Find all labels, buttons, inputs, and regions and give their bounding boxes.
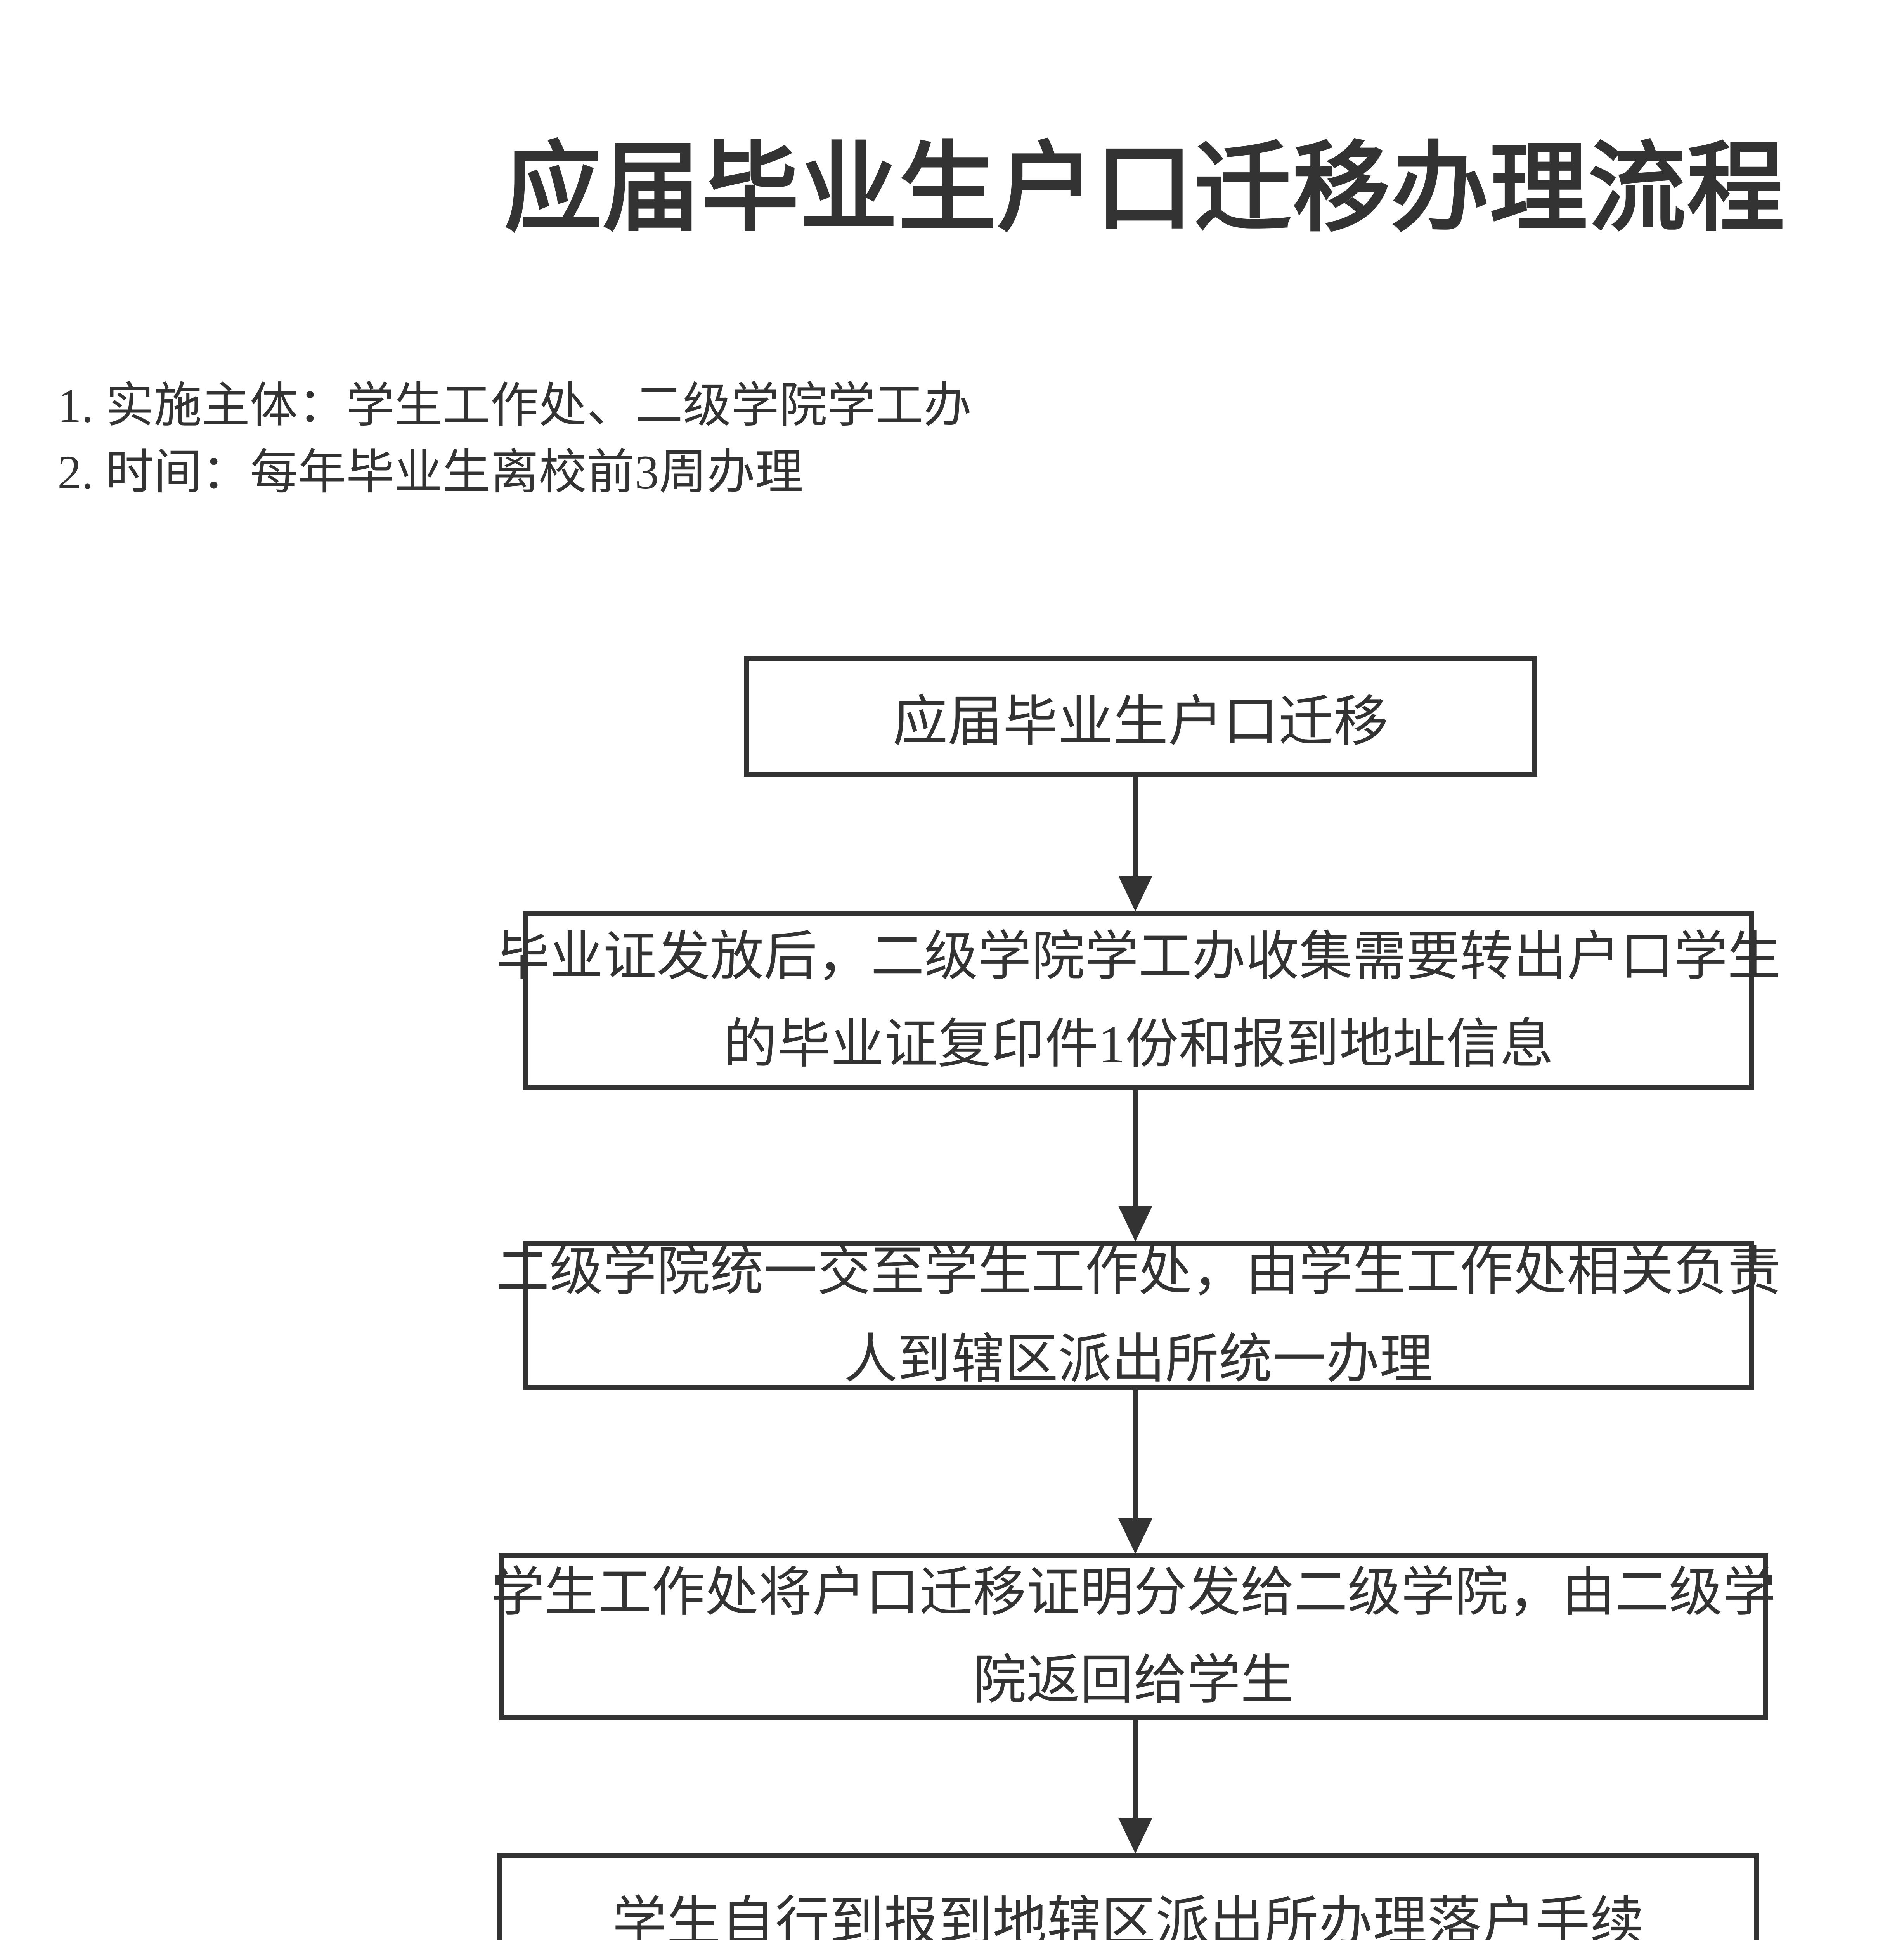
flow-step-3: 二级学院统一交至学生工作处，由学生工作处相关负责 人到辖区派出所统一办理 [496, 1241, 1781, 1390]
flow-step-2: 毕业证发放后，二级学院学工办收集需要转出户口学生 的毕业证复印件1份和报到地址信… [496, 911, 1781, 1090]
arrow-down-icon [1118, 1818, 1152, 1853]
notes-block: 1. 实施主体：学生工作处、二级学院学工办 2. 时间：每年毕业生离校前3周办理 [57, 372, 972, 506]
flow-step-2-text-line-2: 的毕业证复印件1份和报到地址信息 [723, 1015, 1554, 1074]
flow-arrow-1 [1118, 776, 1153, 911]
flow-arrow-4 [1118, 1719, 1153, 1853]
page-title: 应届毕业生户口迁移办理流程 [504, 135, 1785, 243]
arrow-line [1133, 776, 1138, 876]
note-line-1: 1. 实施主体：学生工作处、二级学院学工办 [57, 379, 972, 432]
flow-arrow-2 [1118, 1090, 1153, 1242]
flow-step-3-text-line-1: 二级学院统一交至学生工作处，由学生工作处相关负责 [496, 1242, 1781, 1301]
flow-step-4: 学生工作处将户口迁移证明分发给二级学院，由二级学 院返回给学生 [491, 1553, 1776, 1720]
flow-step-5-text: 学生自行到报到地辖区派出所办理落户手续 [612, 1892, 1644, 1940]
flow-step-1-text: 应届毕业生户口迁移 [892, 691, 1389, 752]
arrow-down-icon [1118, 1206, 1152, 1242]
flow-step-2-text-line-1: 毕业证发放后，二级学院学工办收集需要转出户口学生 [496, 927, 1781, 986]
arrow-down-icon [1118, 876, 1152, 911]
arrow-line [1133, 1719, 1138, 1818]
arrow-line [1133, 1090, 1138, 1206]
flow-step-3-text-line-2: 人到辖区派出所统一办理 [844, 1329, 1433, 1389]
flow-step-5: 学生自行到报到地辖区派出所办理落户手续 [497, 1853, 1759, 1940]
arrow-line [1133, 1389, 1138, 1518]
flow-step-4-text-line-1: 学生工作处将户口迁移证明分发给二级学院，由二级学 [491, 1563, 1776, 1622]
flow-arrow-3 [1118, 1389, 1153, 1554]
note-line-2: 2. 时间：每年毕业生离校前3周办理 [57, 446, 804, 499]
flow-step-1: 应届毕业生户口迁移 [744, 656, 1537, 777]
arrow-down-icon [1118, 1518, 1152, 1554]
flow-step-4-text-line-2: 院返回给学生 [972, 1651, 1294, 1710]
